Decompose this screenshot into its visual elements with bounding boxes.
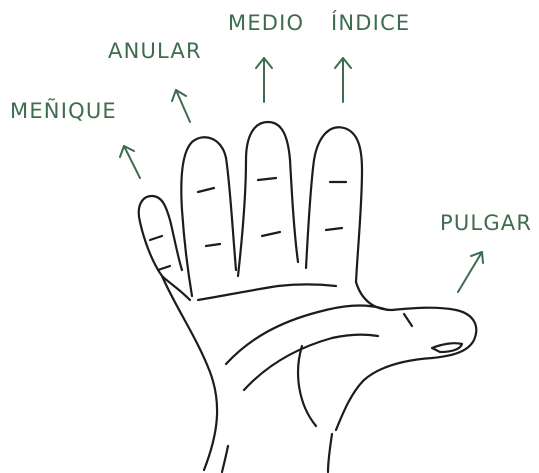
- palm-left-edge: [162, 276, 217, 470]
- hand-drawing: [139, 122, 477, 472]
- ring-finger-label: ANULAR: [108, 41, 202, 62]
- little-arrow-icon: [120, 146, 140, 178]
- middle-joint-upper: [258, 178, 276, 180]
- thumb-arrow-icon: [458, 252, 483, 292]
- middle-arrow-icon: [256, 58, 272, 102]
- little-joint-lower: [158, 266, 170, 270]
- middle-joint-lower: [262, 232, 280, 236]
- ring-arrow-icon: [172, 90, 190, 122]
- palm-crease-base: [198, 285, 336, 301]
- little-joint-upper: [150, 236, 162, 240]
- wrist-right: [328, 434, 332, 472]
- ring-finger-outline: [181, 137, 236, 296]
- thumb-label: PULGAR: [440, 213, 532, 234]
- palm-crease-life: [298, 346, 316, 426]
- label-arrows: [120, 58, 483, 292]
- little-finger-label: MEÑIQUE: [10, 101, 117, 122]
- thumb-outline: [336, 282, 476, 430]
- thumb-joint: [404, 314, 412, 326]
- index-finger-outline: [306, 127, 362, 282]
- index-arrow-icon: [335, 58, 351, 102]
- wrist-left: [222, 446, 228, 472]
- ring-joint-lower: [206, 244, 220, 246]
- middle-finger-outline: [238, 122, 298, 276]
- ring-joint-upper: [198, 188, 214, 192]
- palm-crease-head: [244, 335, 378, 390]
- index-joint-lower: [326, 228, 342, 230]
- middle-finger-label: MEDIO: [228, 13, 304, 34]
- index-finger-label: ÍNDICE: [331, 13, 410, 34]
- thumb-nail: [432, 343, 462, 352]
